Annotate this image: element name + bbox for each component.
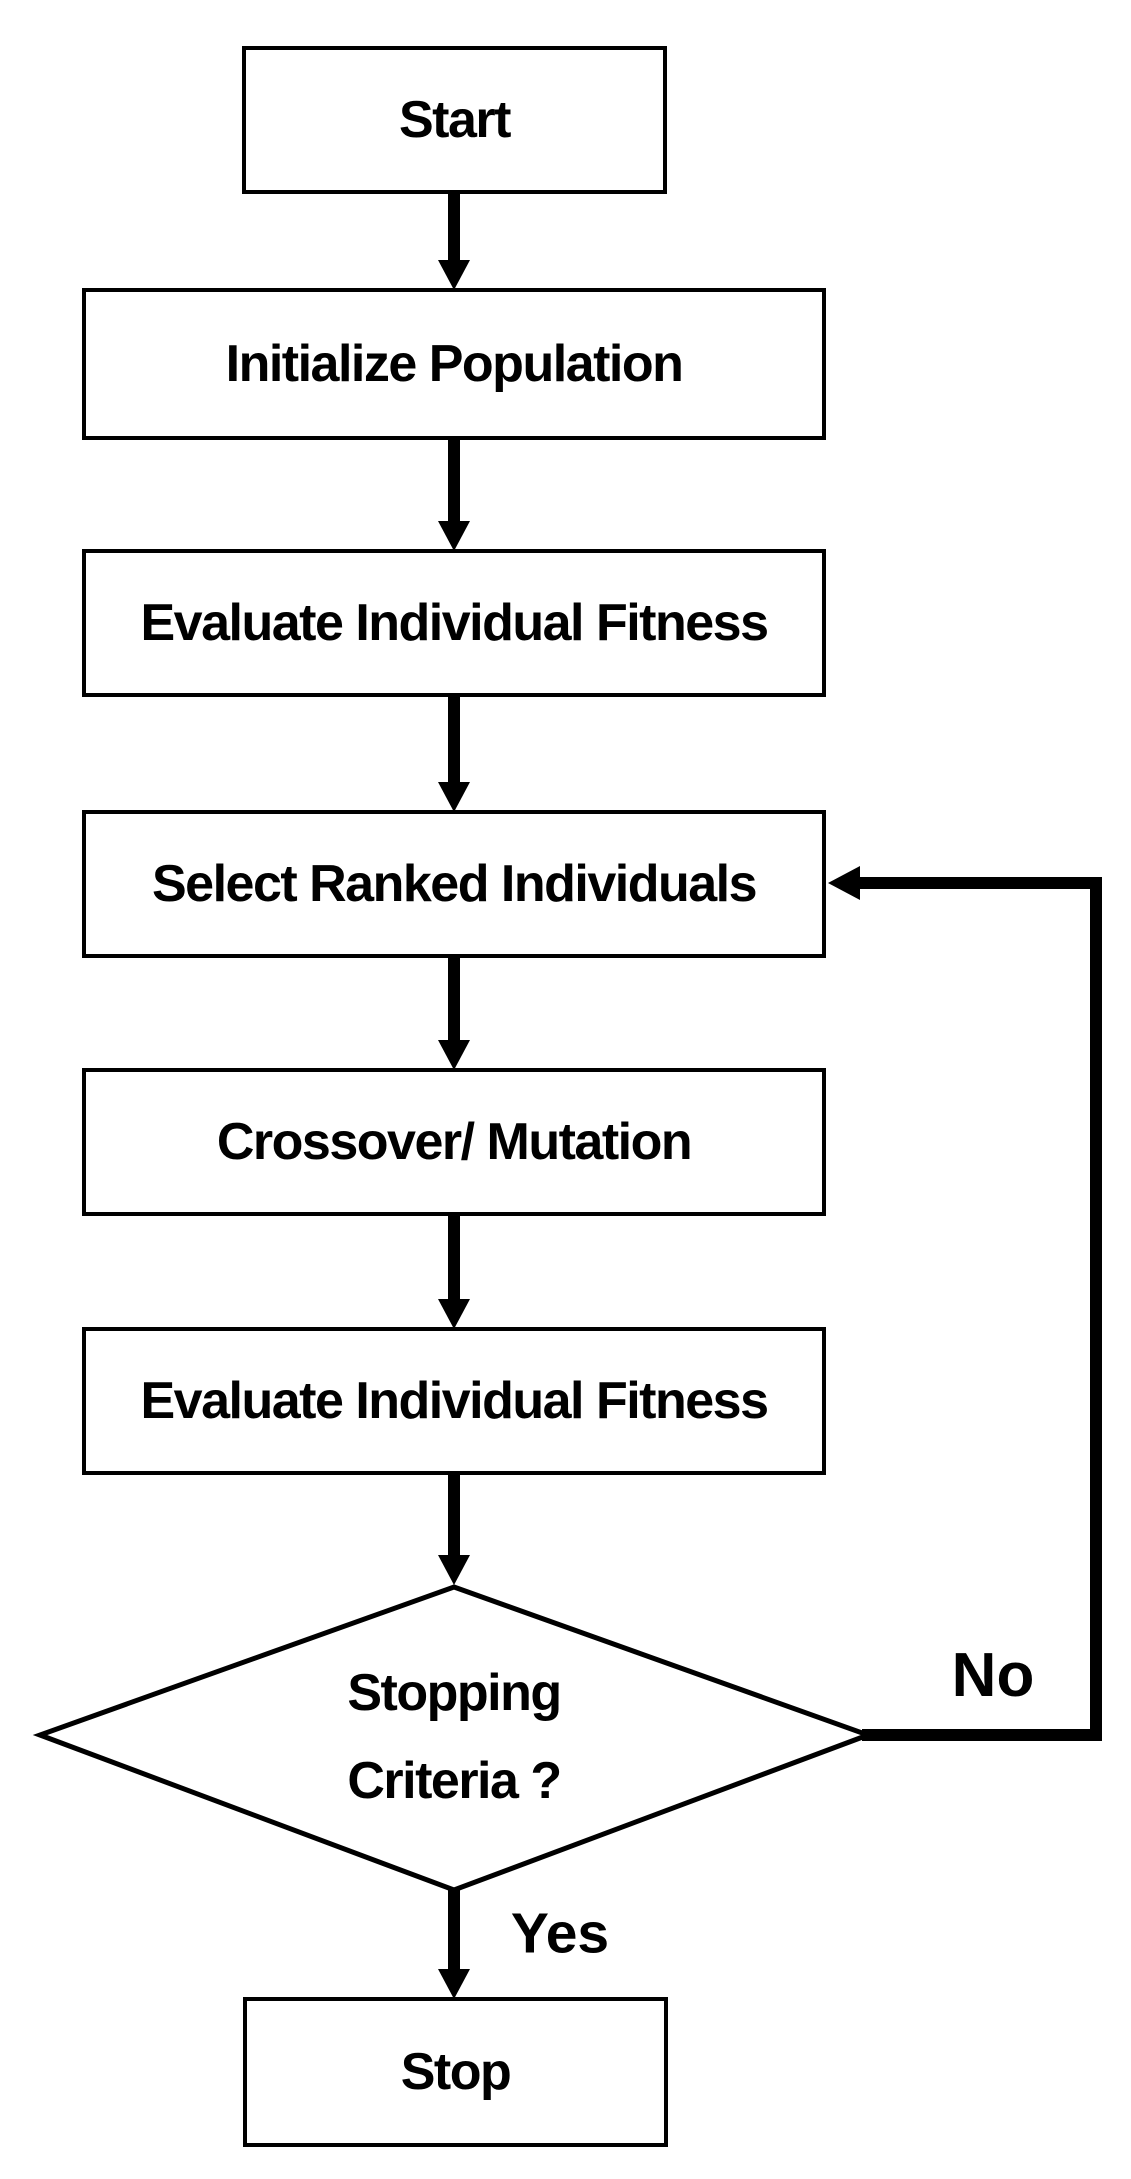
decision-diamond	[32, 1584, 876, 1893]
node-stopping-criteria-label: Stopping Criteria ?	[347, 1649, 562, 1825]
node-start: Start	[242, 46, 667, 194]
arrow-decision-to-stop	[438, 1886, 470, 1999]
edge-label-no: No	[951, 1641, 1035, 1710]
node-evaluate-fitness-2: Evaluate Individual Fitness	[82, 1327, 826, 1475]
node-start-label: Start	[399, 91, 511, 149]
stopping-criteria-line2: Criteria ?	[347, 1752, 562, 1810]
node-initialize-population: Initialize Population	[82, 288, 826, 440]
arrow-select-to-crossover	[438, 955, 470, 1070]
node-evaluate-fitness-1-label: Evaluate Individual Fitness	[140, 594, 769, 652]
node-crossover-mutation-label: Crossover/ Mutation	[216, 1113, 693, 1171]
node-select-ranked-individuals: Select Ranked Individuals	[82, 810, 826, 958]
stopping-criteria-line1: Stopping	[347, 1664, 562, 1722]
node-stop-label: Stop	[400, 2043, 512, 2101]
node-evaluate-fitness-1: Evaluate Individual Fitness	[82, 549, 826, 697]
arrow-start-to-initialize	[438, 191, 470, 290]
node-crossover-mutation: Crossover/ Mutation	[82, 1068, 826, 1216]
node-initialize-population-label: Initialize Population	[225, 335, 684, 393]
node-stop: Stop	[243, 1997, 668, 2147]
arrow-evaluate-to-select	[438, 694, 470, 812]
node-select-ranked-individuals-label: Select Ranked Individuals	[151, 855, 758, 913]
arrow-crossover-to-evaluate	[438, 1213, 470, 1329]
edge-label-yes: Yes	[510, 1901, 610, 1966]
arrow-evaluate-to-decision	[438, 1473, 470, 1585]
loop-no-connector	[828, 866, 1102, 1741]
node-evaluate-fitness-2-label: Evaluate Individual Fitness	[140, 1372, 769, 1430]
loop-no-arrowhead	[828, 866, 860, 900]
arrow-initialize-to-evaluate	[438, 438, 470, 551]
